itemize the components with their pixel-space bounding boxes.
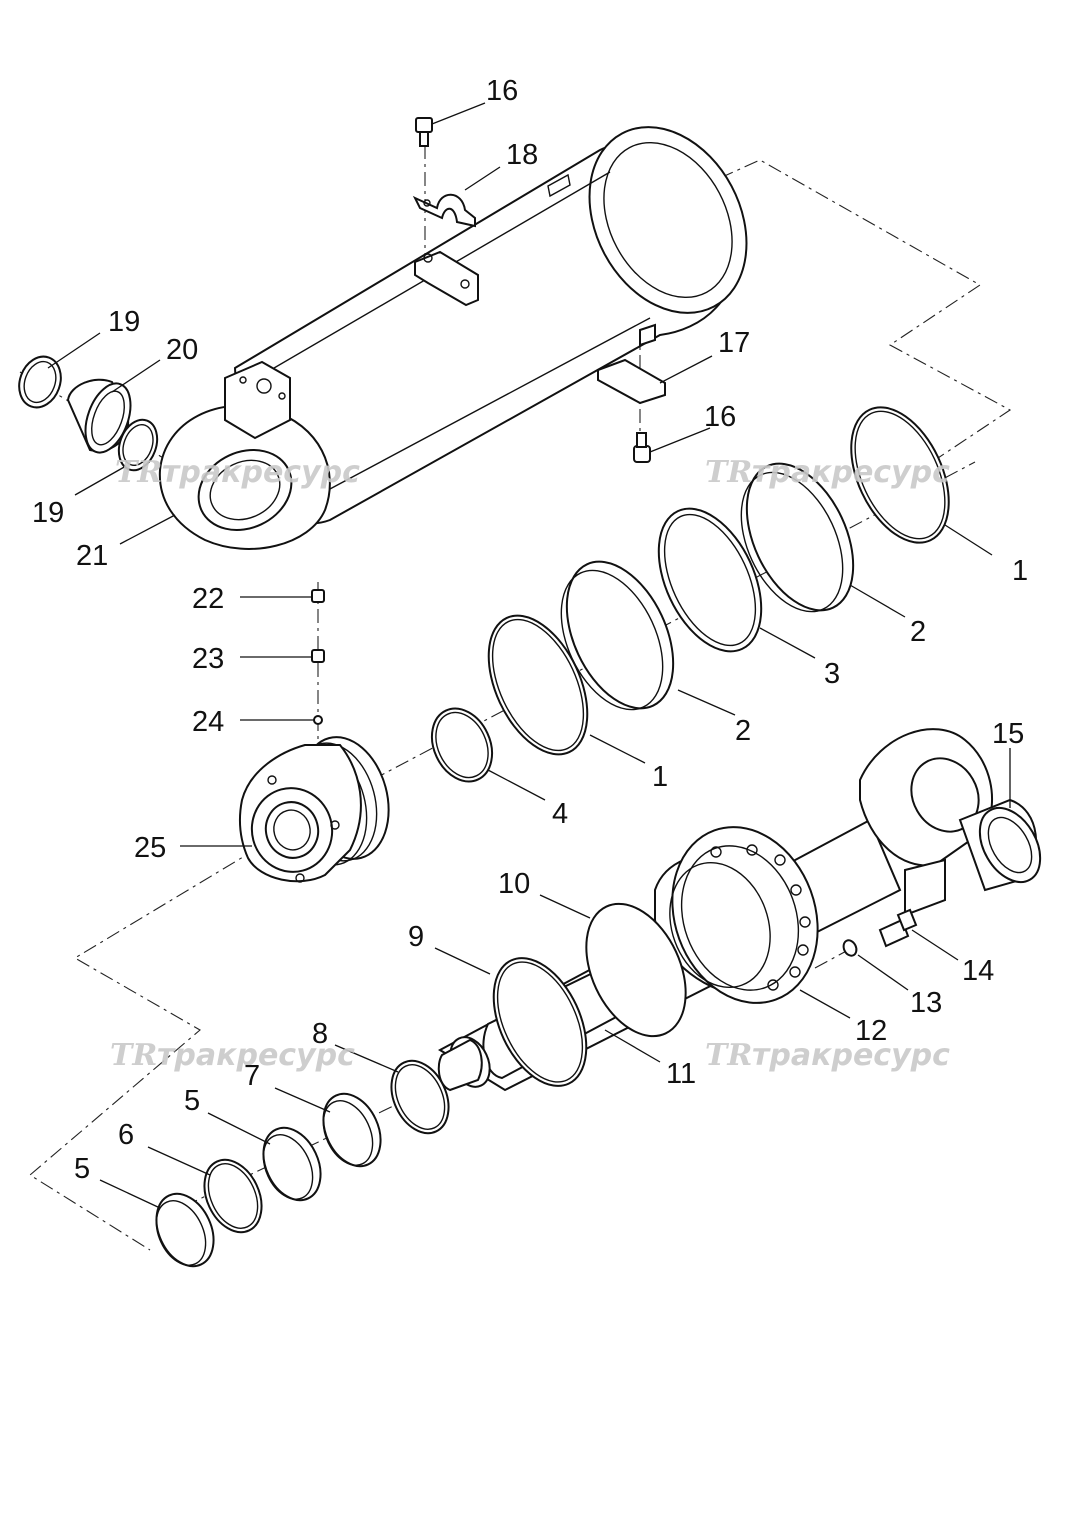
callout-1-left: 1 (652, 761, 668, 793)
flange-bolt (842, 908, 918, 957)
watermark-top-right: TR тракресурс (705, 455, 950, 490)
callout-1-right: 1 (1012, 555, 1028, 587)
grease-fittings (311, 589, 325, 725)
callout-17: 17 (718, 327, 750, 359)
callout-9: 9 (408, 921, 424, 953)
leader-lines (47, 102, 1011, 1209)
watermark-bottom-left: TR тракресурс (110, 1038, 355, 1073)
callout-11: 11 (666, 1058, 696, 1090)
callout-2-right: 2 (910, 616, 926, 648)
watermark-text: тракресурс (157, 1038, 355, 1073)
callout-20: 20 (166, 334, 198, 366)
callout-16-top: 16 (486, 75, 518, 107)
callout-16-lower: 16 (704, 401, 736, 433)
piston (239, 736, 390, 883)
callout-22: 22 (192, 583, 224, 615)
callout-10: 10 (498, 868, 530, 900)
callout-23: 23 (192, 643, 224, 675)
callout-19-lower: 19 (32, 497, 64, 529)
callout-labels: 16 18 19 20 17 16 19 21 1 2 22 23 3 24 2… (32, 75, 1028, 1185)
callout-25: 25 (134, 832, 166, 864)
watermark-logo: TR (110, 1038, 157, 1073)
callout-13: 13 (910, 987, 942, 1019)
callout-5-upper: 5 (184, 1085, 200, 1117)
watermark-bottom-right: TR тракресурс (705, 1038, 950, 1073)
watermark-text: тракресурс (752, 1038, 950, 1073)
rod-seals (492, 902, 687, 1087)
gland-seal-rings (155, 1059, 450, 1268)
bolt-lower (633, 432, 651, 463)
clamp (412, 193, 476, 228)
callout-3: 3 (824, 658, 840, 690)
callout-19-top: 19 (108, 306, 140, 338)
callout-18: 18 (506, 139, 538, 171)
cylinder-barrel (158, 126, 748, 550)
callout-6: 6 (118, 1119, 134, 1151)
watermark-logo: TR (705, 1038, 752, 1073)
callout-14: 14 (962, 955, 994, 987)
callout-4: 4 (552, 798, 568, 830)
piston-seal-rings (430, 406, 950, 783)
callout-2-left: 2 (735, 715, 751, 747)
callout-24: 24 (192, 706, 224, 738)
callout-5-lower: 5 (74, 1153, 90, 1185)
watermark-logo: TR (705, 455, 752, 490)
bracket-plate (597, 323, 666, 405)
callout-12: 12 (855, 1015, 887, 1047)
watermark-text: тракресурс (752, 455, 950, 490)
barrel-mount-block (414, 250, 479, 307)
callout-21: 21 (76, 540, 108, 572)
watermark-text: тракресурс (162, 455, 360, 490)
watermark-logo: TR (115, 455, 162, 490)
callout-15: 15 (992, 718, 1024, 750)
callout-8: 8 (312, 1018, 328, 1050)
bolt-top (415, 117, 433, 147)
callout-7: 7 (244, 1060, 260, 1092)
watermark-top-left: TR тракресурс (115, 455, 360, 490)
bushing-set (18, 355, 159, 472)
